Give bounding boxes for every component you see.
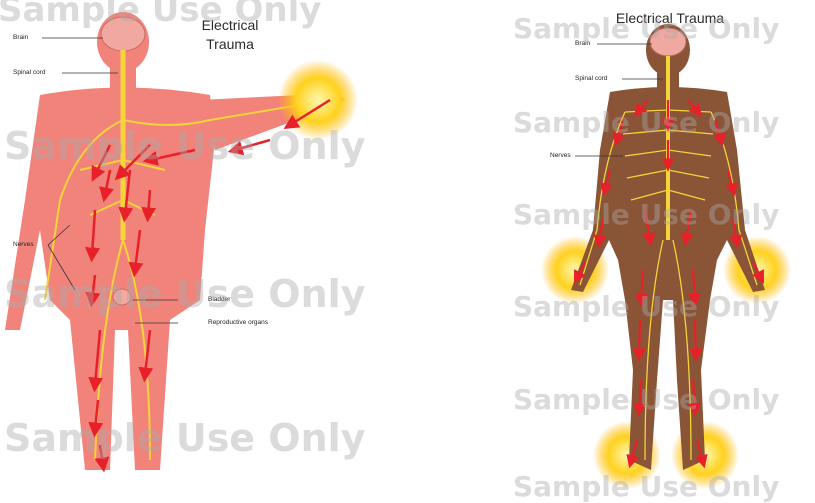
left-label-reproductive-organs: Reproductive organs — [208, 319, 268, 326]
left-title-line2: Trauma — [180, 35, 280, 54]
left-label-brain: Brain — [13, 34, 28, 41]
left-body-illustration — [0, 0, 370, 492]
left-bladder — [113, 289, 131, 305]
right-label-spinal-cord: Spinal cord — [575, 75, 608, 82]
left-label-spinal-cord: Spinal cord — [13, 69, 46, 76]
left-hand-glow — [278, 60, 358, 140]
left-figure-panel: Electrical Trauma Brain Spinal cord Nerv… — [0, 0, 370, 492]
right-body-illustration — [505, 0, 815, 492]
right-label-brain: Brain — [575, 40, 590, 47]
left-label-bladder: Bladder — [208, 296, 230, 303]
right-title: Electrical Trauma — [590, 9, 750, 28]
right-figure-panel: Electrical Trauma Brain Spinal cord Nerv… — [505, 0, 815, 492]
left-title-line1: Electrical — [180, 16, 280, 35]
left-label-nerves: Nerves — [13, 241, 34, 248]
left-title: Electrical Trauma — [180, 16, 280, 54]
right-brain — [650, 28, 686, 56]
right-label-nerves: Nerves — [550, 152, 571, 159]
left-brain — [101, 17, 145, 51]
